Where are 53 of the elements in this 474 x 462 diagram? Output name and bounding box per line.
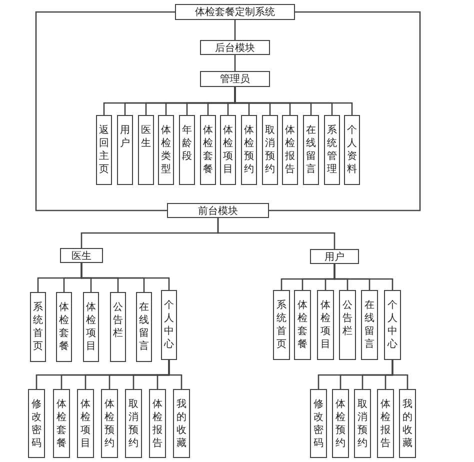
function-box: 公告栏 [339, 290, 356, 360]
function-box: 取消预约 [354, 389, 371, 458]
function-box: 取消预约 [262, 115, 278, 185]
function-box: 体检项目 [77, 389, 94, 458]
module-box: 体检套餐定制系统 [175, 4, 295, 20]
connector-line [234, 87, 353, 115]
function-box: 个人中心 [384, 290, 401, 360]
function-box: 修改密码 [310, 389, 327, 458]
function-box: 体检套餐 [56, 292, 72, 362]
function-box: 体检预约 [101, 389, 118, 458]
function-box: 体检项目 [83, 292, 99, 362]
module-box: 管理员 [200, 71, 270, 87]
function-box: 系统首页 [273, 290, 290, 360]
function-box: 医生 [138, 115, 154, 185]
function-box: 修改密码 [28, 389, 45, 458]
function-box: 我的收藏 [399, 389, 416, 458]
function-box: 返回主页 [96, 115, 112, 185]
connector-line [234, 55, 236, 71]
connector-line [234, 20, 236, 40]
function-box: 系统首页 [30, 292, 46, 362]
connector-line [392, 360, 408, 389]
function-box: 个人中心 [161, 290, 177, 360]
function-box: 在线留言 [303, 115, 319, 185]
function-box: 个人资料 [344, 115, 360, 185]
function-box: 体检报告 [377, 389, 394, 458]
function-box: 体检类型 [158, 115, 174, 185]
module-box: 后台模块 [200, 40, 270, 55]
connector-line [269, 11, 421, 212]
function-box: 体检套餐 [200, 115, 216, 185]
function-box: 系统管理 [324, 115, 340, 185]
connector-line [334, 264, 394, 290]
function-box: 我的收藏 [173, 389, 190, 458]
connector-line [168, 360, 182, 389]
function-box: 取消预约 [125, 389, 142, 458]
function-box: 体检套餐 [294, 290, 311, 360]
connector-line [80, 263, 170, 290]
function-box: 在线留言 [136, 292, 152, 362]
module-box: 医生 [60, 248, 103, 263]
function-box: 体检报告 [149, 389, 166, 458]
function-box: 在线留言 [361, 290, 378, 360]
connector-line [217, 218, 336, 249]
function-box: 体检预约 [241, 115, 257, 185]
function-box: 体检预约 [332, 389, 349, 458]
module-box: 用户 [310, 249, 359, 264]
module-box: 前台模块 [167, 203, 269, 218]
function-box: 体检项目 [317, 290, 334, 360]
function-box: 用户 [117, 115, 133, 185]
function-box: 年龄段 [179, 115, 195, 185]
function-box: 公告栏 [110, 292, 126, 362]
connector-line [35, 11, 175, 212]
function-box: 体检报告 [282, 115, 298, 185]
function-box: 体检项目 [220, 115, 236, 185]
function-box: 体检套餐 [53, 389, 70, 458]
